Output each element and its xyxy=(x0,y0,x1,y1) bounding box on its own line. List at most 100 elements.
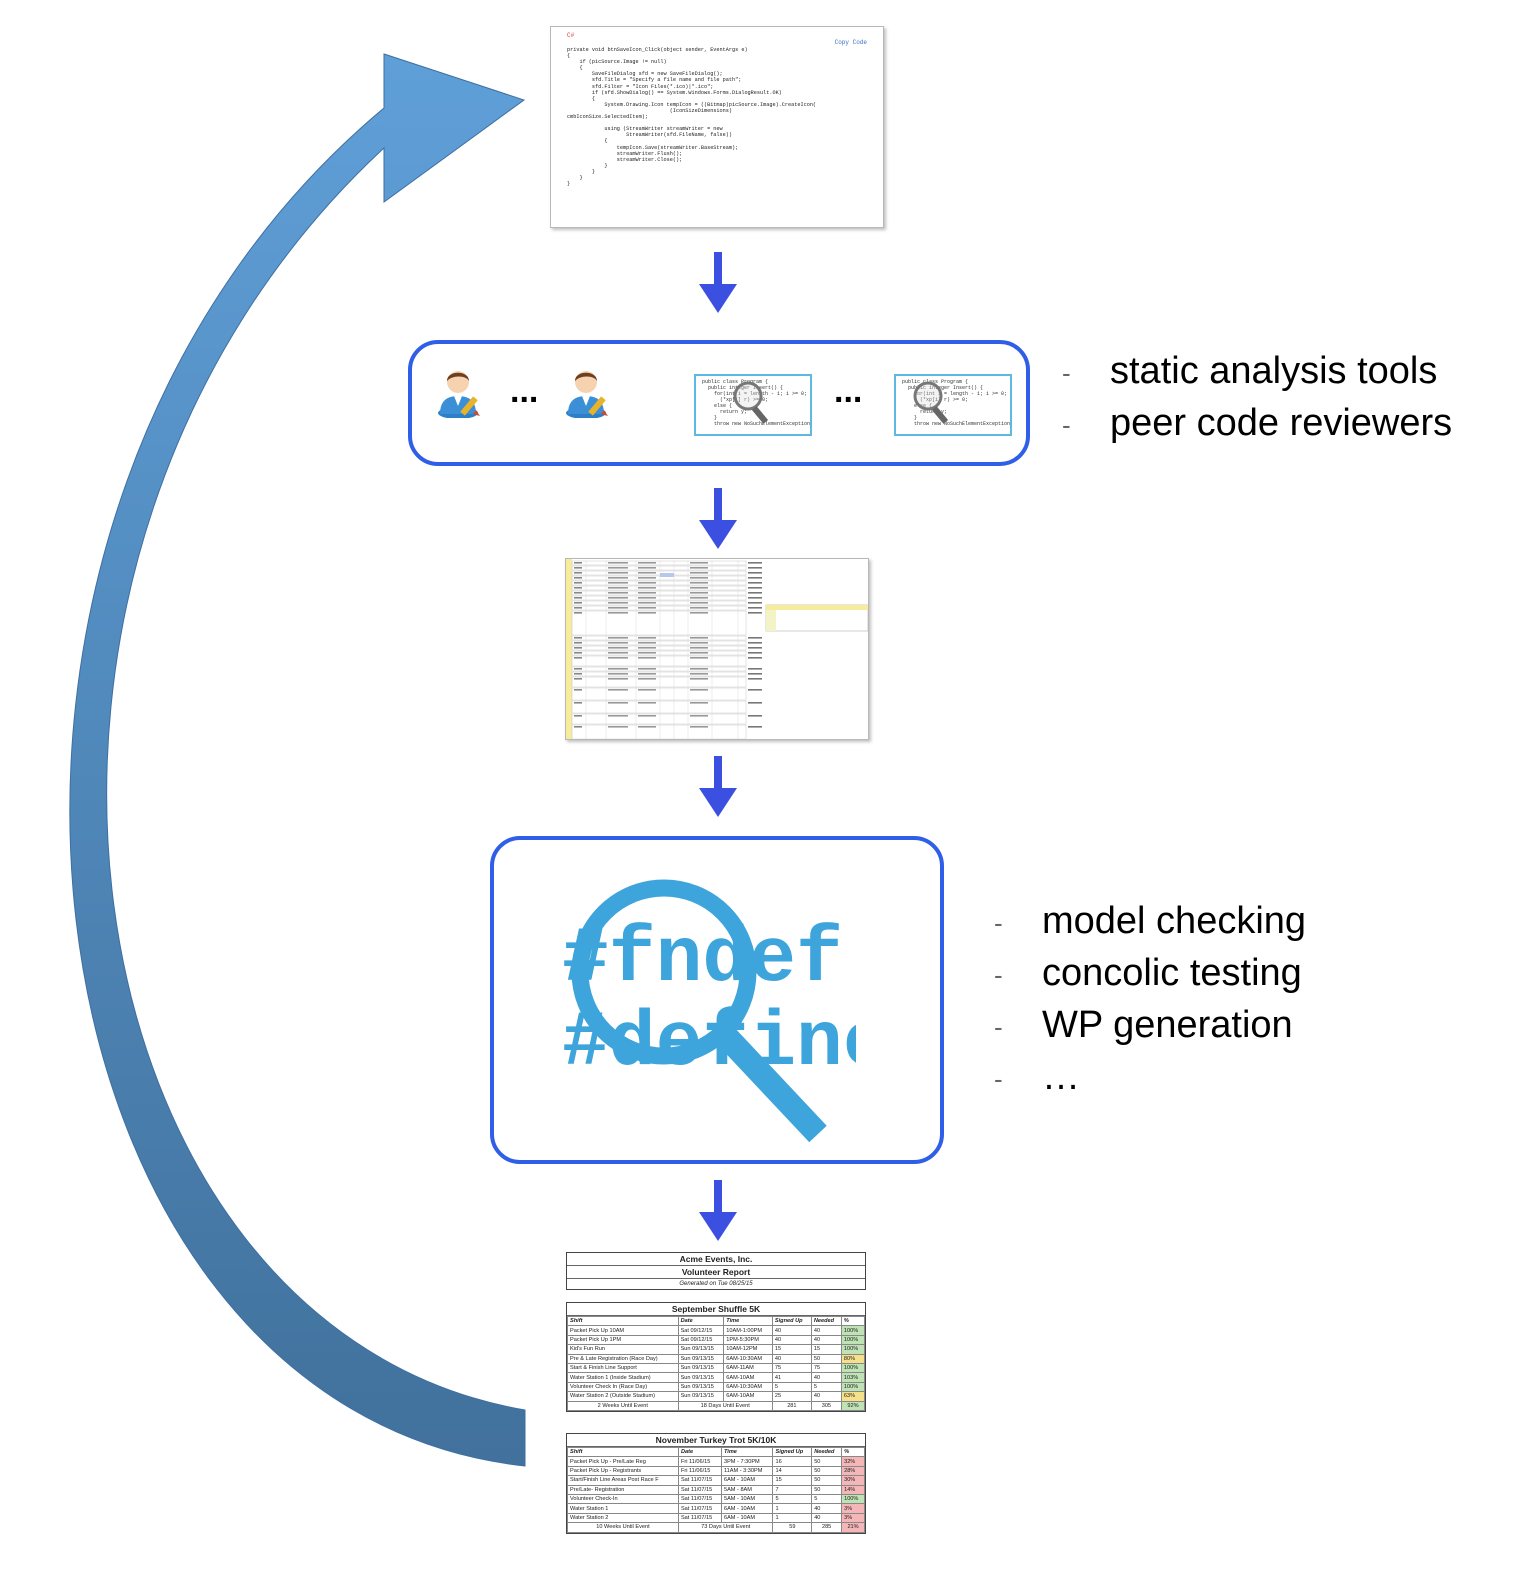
table-cell: 10AM-1:00PM xyxy=(723,1325,773,1336)
cell-text xyxy=(690,592,708,594)
sheet-row xyxy=(571,700,747,714)
cell-text xyxy=(748,668,762,670)
code-line: sfd.Filter = "Icon Files(*.ico)|*.ico"; xyxy=(567,83,714,90)
table-cell: 50 xyxy=(811,1475,843,1486)
cell-text xyxy=(574,657,582,659)
code-line: } xyxy=(567,181,571,188)
row-highlight xyxy=(566,559,572,739)
verification-bullets: -model checking -concolic testing -WP ge… xyxy=(994,896,1306,1104)
cell-text xyxy=(574,642,582,644)
table-cell: Sat 11/07/15 xyxy=(677,1484,722,1495)
footer-cell: 281 xyxy=(771,1400,812,1411)
table-row: Volunteer Check In (Race Day)Sun 09/13/1… xyxy=(567,1381,866,1393)
cell-text xyxy=(748,678,762,680)
copy-code-link: Copy Code xyxy=(834,39,867,46)
table-cell: Fri 11/06/15 xyxy=(677,1465,722,1477)
footer-cell: 305 xyxy=(810,1400,842,1411)
cell-text xyxy=(638,602,656,604)
code-line: if (picSource.Image != null) xyxy=(567,59,667,66)
table-cell: Sun 09/13/15 xyxy=(677,1344,725,1355)
table-cell: 6AM-10:30AM xyxy=(723,1353,773,1364)
cell-text xyxy=(574,652,582,654)
report-title: Volunteer Report xyxy=(567,1266,865,1279)
cell-text xyxy=(638,607,656,609)
table-cell: 6AM-11AM xyxy=(723,1362,773,1374)
cell-text xyxy=(574,572,582,574)
cell-text xyxy=(690,562,708,564)
table-cell: 50 xyxy=(810,1353,842,1364)
flow-arrow-4 xyxy=(699,1180,737,1241)
cell-text xyxy=(574,607,582,609)
sheet-row xyxy=(571,560,747,566)
table-cell: 100% xyxy=(840,1381,866,1393)
cell-text xyxy=(690,657,708,659)
column-header: Date xyxy=(677,1315,725,1327)
table-cell: Sun 09/13/15 xyxy=(677,1362,725,1374)
table-cell: 50 xyxy=(811,1465,843,1477)
cell-text xyxy=(608,673,628,675)
cell-text xyxy=(574,715,582,717)
fndef-logo: #fndef #define xyxy=(562,879,856,1142)
cell-text xyxy=(690,726,708,728)
table-cell: 100% xyxy=(841,1493,865,1505)
sheet-row xyxy=(571,676,747,688)
cell-text xyxy=(574,726,582,728)
table-cell: Water Station 2 (Outside Stadium) xyxy=(567,1391,679,1402)
cell-text xyxy=(608,607,628,609)
cell-text xyxy=(748,612,762,614)
code-line: { xyxy=(567,95,596,102)
code-line: SaveFileDialog sfd = new SaveFileDialog(… xyxy=(567,71,723,78)
code-listing: private void btnSaveIcon_Click(object se… xyxy=(567,47,816,187)
code-line: StreamWriter(sfd.FileName, false)) xyxy=(567,132,732,139)
code-line: private void btnSaveIcon_Click(object se… xyxy=(567,47,748,53)
cell-text xyxy=(638,592,656,594)
table-cell: Sat 11/07/15 xyxy=(677,1493,722,1505)
table-cell: 40 xyxy=(810,1325,842,1336)
cell-text xyxy=(608,657,628,659)
sheet-row xyxy=(571,687,747,701)
table-cell: 75 xyxy=(771,1362,812,1374)
bullet-item: -model checking xyxy=(994,900,1307,942)
cell-text xyxy=(690,668,708,670)
table-cell: 100% xyxy=(840,1334,866,1346)
cell-text xyxy=(748,577,762,579)
table-cell: Start & Finish Line Support xyxy=(567,1362,679,1374)
cell-text xyxy=(748,572,762,574)
sheet-row xyxy=(571,595,747,601)
cell-text xyxy=(748,642,762,644)
footer-cell: 73 Days Until Event xyxy=(677,1522,774,1533)
cell-text xyxy=(748,562,762,564)
popup-header xyxy=(766,605,868,610)
cell-text xyxy=(638,567,656,569)
table-cell: Sat 11/07/15 xyxy=(677,1503,722,1514)
cell-text xyxy=(574,673,582,675)
table-cell: 5 xyxy=(811,1493,843,1505)
cell-text xyxy=(690,678,708,680)
cell-text xyxy=(574,582,582,584)
static-analysis-card: public class Program { public integer In… xyxy=(894,374,1012,436)
cell-text xyxy=(608,678,628,680)
cell-text xyxy=(608,577,628,579)
cell-text xyxy=(608,582,628,584)
code-line: sfd.Title = "Specify a file name and fil… xyxy=(567,77,742,84)
sheet-row xyxy=(571,610,747,636)
cell-text xyxy=(574,597,582,599)
cell-text xyxy=(608,602,628,604)
table-cell: Sun 09/13/15 xyxy=(677,1381,725,1393)
cell-text xyxy=(608,642,628,644)
bullet-item: -peer code reviewers xyxy=(1062,401,1453,444)
sheet-row xyxy=(571,605,747,611)
cell-text xyxy=(690,647,708,649)
table-cell: Packet Pick Up - Pre/Late Reg xyxy=(567,1456,679,1467)
